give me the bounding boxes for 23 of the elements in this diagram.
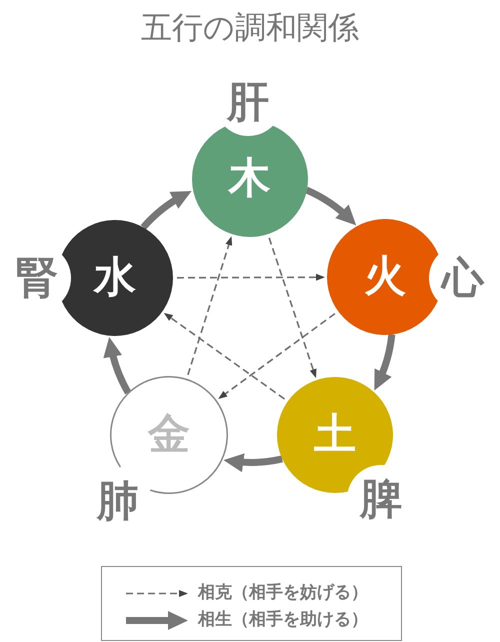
legend-label: 相生（相手を助ける） xyxy=(198,610,368,630)
element-character: 火 xyxy=(364,252,406,300)
element-character: 水 xyxy=(94,254,136,300)
curved-arrow xyxy=(374,334,396,391)
curved-arrow xyxy=(104,337,132,394)
dashed-arrow xyxy=(187,236,232,376)
organ-label: 肺 xyxy=(97,478,139,524)
element-character: 木 xyxy=(228,154,270,202)
organ-label: 腎 xyxy=(16,254,58,302)
legend-label: 相克（相手を妨げる） xyxy=(198,584,368,602)
diagram-title: 五行の調和関係 xyxy=(141,10,359,46)
dashed-arrow xyxy=(218,312,336,399)
dashed-arrow xyxy=(268,238,316,378)
curved-arrow xyxy=(223,452,283,472)
curved-arrow xyxy=(304,186,356,226)
element-character: 金 xyxy=(148,410,190,458)
curved-arrow xyxy=(140,190,192,230)
element-character: 土 xyxy=(314,410,356,458)
dashed-arrow xyxy=(164,312,285,400)
organ-label: 肝 xyxy=(227,78,269,126)
organ-label: 心 xyxy=(442,254,484,302)
organ-label: 脾 xyxy=(360,476,402,522)
dashed-arrow xyxy=(177,274,325,281)
